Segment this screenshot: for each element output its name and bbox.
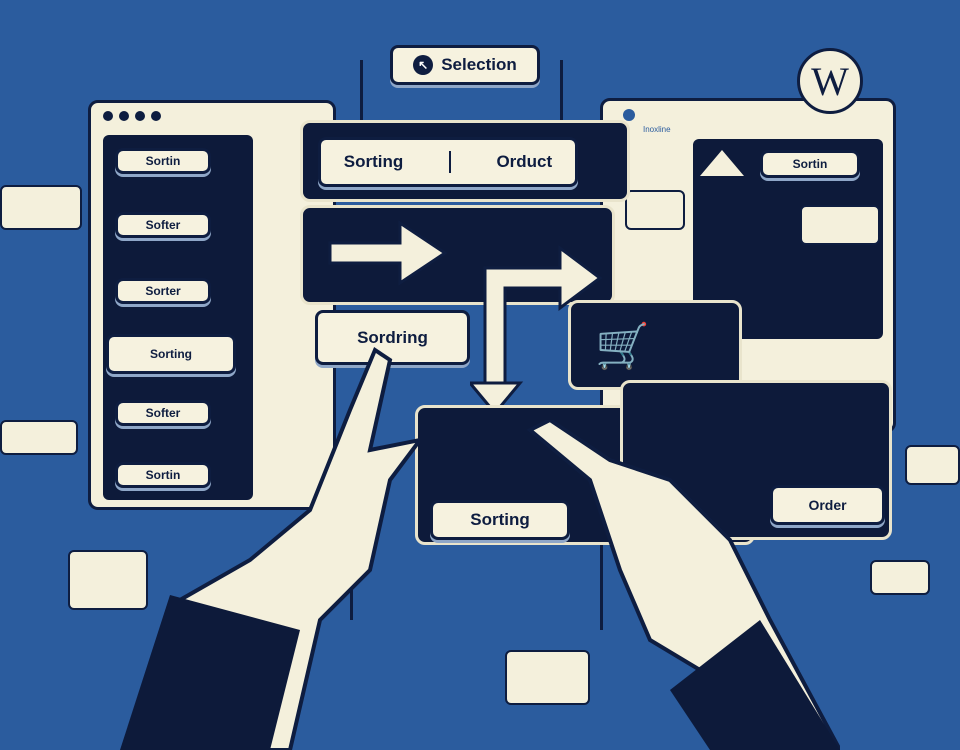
right-hand — [526, 420, 840, 750]
info-card — [625, 190, 685, 230]
side-card — [0, 420, 78, 455]
button-list-panel — [103, 135, 253, 500]
sorting-button[interactable]: Sorting — [106, 334, 236, 374]
cart-panel — [568, 300, 742, 390]
connector-line — [360, 60, 363, 120]
side-card — [0, 185, 82, 230]
wordpress-logo: W — [797, 48, 863, 114]
window-dot — [119, 111, 129, 121]
side-card — [505, 650, 590, 705]
cursor-icon: ↖ — [413, 55, 434, 75]
side-card — [870, 560, 930, 595]
right-arrow-icon — [328, 220, 448, 286]
sortin-button[interactable]: Sortin — [115, 462, 211, 488]
softer-button[interactable]: Softer — [115, 400, 211, 426]
left-hand — [120, 346, 420, 750]
shopping-cart-icon: 🛒 — [595, 322, 650, 371]
softer-button[interactable]: Softer — [115, 212, 211, 238]
window-dot — [135, 111, 145, 121]
window-dot — [103, 111, 113, 121]
sorting-product-button[interactable]: Sorting Orduct — [318, 137, 578, 187]
sortin-button[interactable]: Sortin — [115, 148, 211, 174]
info-card — [800, 205, 880, 245]
right-sortin-button[interactable]: Sortin — [760, 150, 860, 178]
divider — [448, 151, 451, 173]
sordring-button[interactable]: Sordring — [315, 310, 470, 365]
window-dot — [151, 111, 161, 121]
side-card — [905, 445, 960, 485]
bottom-sorting-button[interactable]: Sorting — [430, 500, 570, 540]
caption-text: Inoxline — [643, 125, 671, 134]
turn-arrow-icon — [470, 245, 603, 416]
connector-line — [560, 60, 563, 120]
selection-button[interactable]: ↖ Selection — [390, 45, 540, 85]
order-button[interactable]: Order — [770, 485, 885, 525]
side-card — [68, 550, 148, 610]
sorter-button[interactable]: Sorter — [115, 278, 211, 304]
up-arrow-icon — [700, 150, 744, 176]
connector-line — [600, 540, 603, 630]
window-dot — [623, 109, 635, 121]
